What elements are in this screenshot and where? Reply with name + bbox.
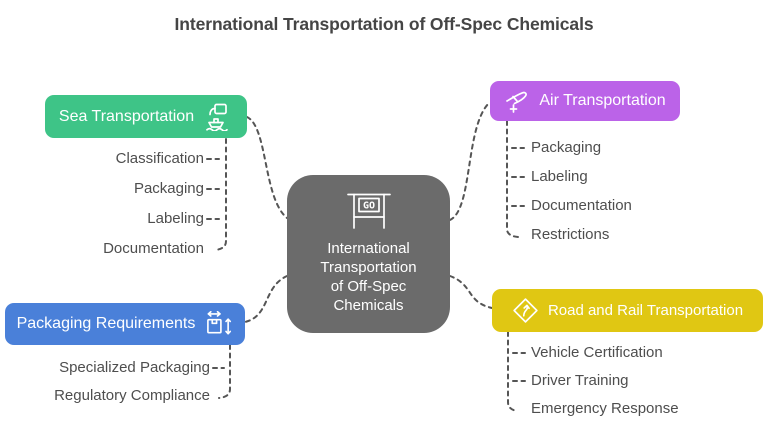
leaf-item[interactable]: Restrictions <box>531 226 610 243</box>
center-node-label: International Transportation of Off-Spec… <box>320 240 417 314</box>
branch-label: Sea Transportation <box>58 107 195 125</box>
leaf-item[interactable]: Labeling <box>147 210 204 227</box>
leaf-item[interactable]: Specialized Packaging <box>59 359 210 376</box>
road-winding-sign-icon <box>512 297 539 324</box>
leaf-item[interactable]: Emergency Response <box>531 400 679 417</box>
go-sign-text: GO <box>362 201 374 212</box>
branch-road-rail-transportation[interactable]: Road and Rail Transportation <box>492 289 763 332</box>
branch-label: Air Transportation <box>539 92 666 109</box>
connector-road-center <box>449 275 493 309</box>
airplane-takeoff-icon <box>504 88 530 114</box>
rail-road <box>507 331 519 412</box>
leaf-item[interactable]: Regulatory Compliance <box>54 387 210 404</box>
package-size-icon <box>204 311 233 337</box>
diagram-title: International Transportation of Off-Spec… <box>174 14 594 34</box>
cargo-ship-icon <box>203 103 233 131</box>
leaf-item[interactable]: Packaging <box>133 180 204 197</box>
leaf-item[interactable]: Classification <box>115 150 204 167</box>
rail-sea <box>214 138 227 251</box>
branch-label: Packaging Requirements <box>16 315 196 332</box>
branch-sea-transportation[interactable]: Sea Transportation <box>45 95 247 138</box>
connector-air-center <box>449 102 490 221</box>
go-sign-icon: GO <box>341 190 397 230</box>
leaf-item[interactable]: Documentation <box>531 197 632 214</box>
connector-sea-center <box>246 116 288 219</box>
branch-packaging-requirements[interactable]: Packaging Requirements <box>5 303 245 345</box>
branch-label: Road and Rail Transportation <box>547 302 744 319</box>
rail-air <box>506 120 519 238</box>
connector-pkg-center <box>244 275 288 323</box>
leaf-item[interactable]: Driver Training <box>531 372 629 389</box>
center-node[interactable]: GO International Transportation of Off-S… <box>287 175 450 333</box>
leaf-item[interactable]: Packaging <box>531 139 602 156</box>
leaf-item[interactable]: Labeling <box>531 168 588 185</box>
leaf-item[interactable]: Documentation <box>103 240 204 257</box>
branch-air-transportation[interactable]: Air Transportation <box>490 81 680 121</box>
rail-pkg <box>218 344 231 399</box>
leaf-item[interactable]: Vehicle Certification <box>531 344 663 361</box>
